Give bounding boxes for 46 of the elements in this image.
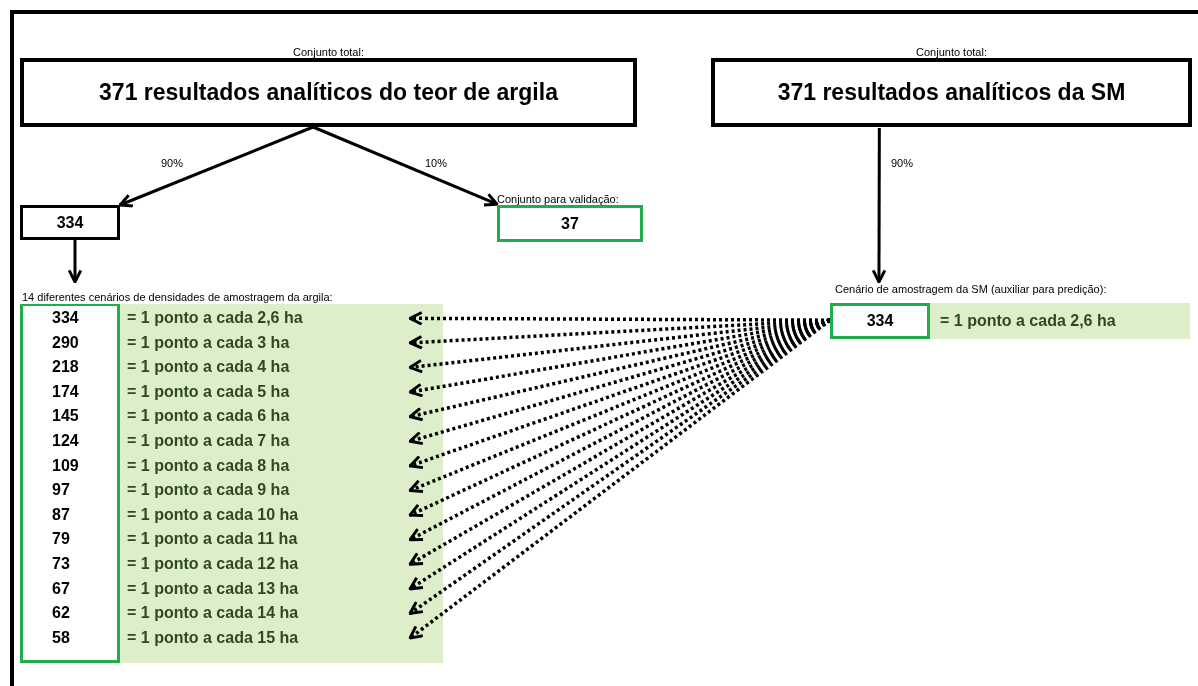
sample-count: 145 (52, 406, 79, 427)
arrow (67, 240, 83, 284)
density-text: = 1 ponto a cada 6 ha (127, 406, 290, 427)
edge-label: 90% (890, 158, 915, 169)
density-text: = 1 ponto a cada 11 ha (127, 529, 298, 550)
density-text: = 1 ponto a cada 14 ha (127, 603, 299, 624)
value-box: 37 (497, 205, 643, 242)
value-box: 334 (830, 303, 930, 339)
arrow (118, 125, 314, 208)
dataset-box: 371 resultados analíticos do teor de argila (20, 58, 637, 127)
density-text: = 1 ponto a cada 7 ha (127, 431, 290, 451)
density-text: = 1 ponto a cada 12 ha (127, 554, 299, 574)
sample-count: 87 (52, 504, 70, 525)
density-text: = 1 ponto a cada 13 ha (127, 578, 299, 599)
density-text: = 1 ponto a cada 10 ha (127, 504, 299, 525)
sample-count: 334 (52, 308, 79, 328)
density-text: = 1 ponto a cada 9 ha (127, 480, 290, 501)
sample-count: 97 (52, 480, 70, 501)
density-text: = 1 ponto a cada 2,6 ha (940, 311, 1116, 331)
sample-count: 62 (52, 603, 70, 624)
sample-count: 67 (52, 578, 70, 599)
sample-count: 58 (52, 627, 70, 648)
sample-count: 124 (52, 431, 79, 451)
arrow (871, 128, 887, 284)
edge-label: 10% (424, 158, 449, 169)
sample-count: 79 (52, 529, 70, 550)
sample-count: 174 (52, 381, 79, 402)
sample-count: 109 (52, 455, 79, 476)
density-text: = 1 ponto a cada 5 ha (127, 381, 290, 402)
set-heading: Conjunto total: (916, 47, 987, 58)
set-heading: Conjunto para validação: (497, 194, 619, 205)
density-text: = 1 ponto a cada 15 ha (127, 627, 299, 648)
sample-count: 73 (52, 554, 70, 574)
density-text: = 1 ponto a cada 2,6 ha (127, 308, 303, 328)
sample-count: 290 (52, 332, 79, 353)
density-text: = 1 ponto a cada 8 ha (127, 455, 290, 476)
value-box: 334 (20, 205, 120, 240)
edge-label: 90% (160, 158, 185, 169)
density-text: = 1 ponto a cada 3 ha (127, 332, 290, 353)
table-heading: 14 diferentes cenários de densidades de amostragem da argila: (22, 291, 333, 303)
density-text: = 1 ponto a cada 4 ha (127, 357, 290, 378)
arrow (312, 125, 499, 207)
table-heading: Cenário de amostragem da SM (auxiliar para predição): (835, 284, 1107, 295)
sample-count: 218 (52, 357, 79, 378)
set-heading: Conjunto total: (293, 47, 364, 58)
dataset-box: 371 resultados analíticos da SM (711, 58, 1192, 127)
